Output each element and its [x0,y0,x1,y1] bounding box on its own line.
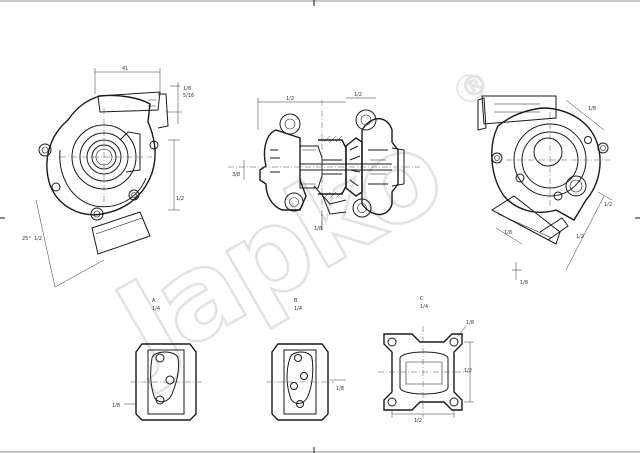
dim-section-left: 3/8 [232,172,240,178]
detail-a-sublabel: 1/4 [152,306,160,312]
rear-view-right: 1/8 1/2 1/2 1/8 1/8 [477,95,613,286]
detail-c-dim-bottom: 1/2 [414,418,422,424]
detail-c-dim-right: 1/2 [464,368,472,374]
dim-rear-diag: 1/2 [576,234,584,240]
section-hatching [323,135,343,199]
detail-a-dim: 1/8 [112,403,120,409]
detail-view-a: A 1/4 1/8 [112,298,202,421]
detail-view-c: C 1/4 1/2 1/2 1/8 [378,296,474,424]
registered-mark: ® [455,66,494,106]
detail-c-dim-hole: 1/8 [466,320,474,326]
detail-b-sublabel: 1/4 [294,306,302,312]
detail-b-dim: 1/8 [336,386,344,392]
dim-front-side: 1/2 [34,236,42,242]
note-section: 1/8 [314,226,322,232]
dim-rear-top: 1/8 [588,106,596,112]
detail-c-sublabel: 1/4 [420,304,428,310]
dim-front-angle: 25° [22,236,31,242]
detail-c-label: C [420,296,424,302]
watermark-reg-text: ® [456,67,494,106]
dim-rear-right: 1/2 [604,202,612,208]
dim-front-right-a: 1/8 [183,86,191,92]
note-rear: 1/8 [520,280,528,286]
dim-rear-bottom: 1/8 [504,230,512,236]
dim-front-height: 1/2 [176,196,184,202]
detail-a-label: A [152,298,156,304]
front-view-left: 41 1/8 5/16 1/2 25° 1/2 [22,66,194,288]
section-view-center: 1/2 1/2 3/8 1/8 [228,92,420,232]
dim-section-width: 1/2 [286,96,294,102]
dim-front-top: 41 [122,66,128,72]
dim-section-top-right: 1/2 [354,92,362,98]
dim-front-right-b: 5/16 [183,93,194,99]
detail-b-label: B [294,298,298,304]
detail-view-b: B 1/4 1/8 [266,298,346,421]
